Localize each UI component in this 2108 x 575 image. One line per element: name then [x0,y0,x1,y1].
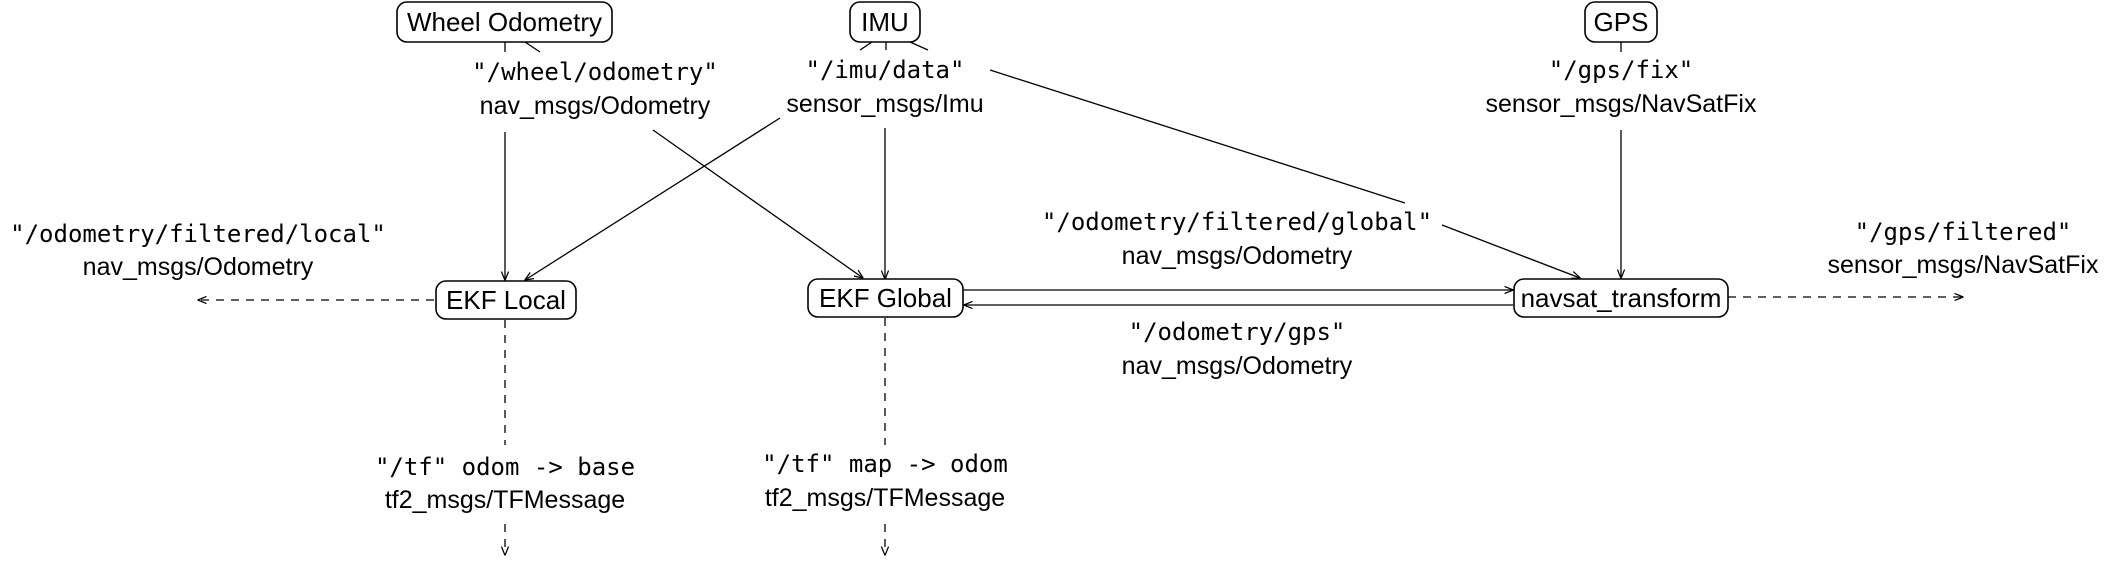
node-ekf-local: EKF Local [435,280,577,320]
label-gps-fix: "/gps/fix" sensor_msgs/NavSatFix [1486,56,1757,118]
label-filtered-local: "/odometry/filtered/local" nav_msgs/Odom… [10,220,386,281]
label-wheel-odometry: "/wheel/odometry" nav_msgs/Odometry [472,58,718,120]
label-filtered-global: "/odometry/filtered/global" nav_msgs/Odo… [1042,208,1432,270]
message-type: tf2_msgs/TFMessage [385,486,625,514]
topic-name: "/gps/filtered" [1855,218,2072,246]
topic-name: "/odometry/gps" [1129,318,1346,346]
message-type: tf2_msgs/TFMessage [765,484,1005,512]
topic-name: "/tf" odom -> base [375,453,635,481]
node-ekf-global: EKF Global [807,278,964,318]
edge-wheel-stub-2 [524,41,541,53]
label-tf-global: "/tf" map -> odom tf2_msgs/TFMessage [762,450,1008,512]
label-gps-filtered: "/gps/filtered" sensor_msgs/NavSatFix [1828,218,2099,279]
topic-name: "/tf" map -> odom [762,450,1008,478]
node-label: navsat_transform [1521,283,1722,313]
message-type: nav_msgs/Odometry [480,92,711,120]
edges [198,41,1963,555]
node-imu: IMU [849,1,921,43]
node-navsat-transform: navsat_transform [1513,278,1729,318]
edge-wheel-to-ekf-global [652,129,863,278]
node-gps: GPS [1584,1,1658,43]
topic-name: "/gps/fix" [1549,56,1694,84]
message-type: nav_msgs/Odometry [1122,352,1353,380]
message-type: nav_msgs/Odometry [1122,242,1353,270]
message-type: nav_msgs/Odometry [83,253,314,281]
node-wheel-odometry: Wheel Odometry [396,1,613,43]
edge-imu-to-navsat-b [1441,224,1580,278]
node-label: IMU [861,7,909,37]
edge-imu-stub-3 [909,41,929,51]
node-label: GPS [1594,7,1649,37]
label-tf-local: "/tf" odom -> base tf2_msgs/TFMessage [375,453,635,514]
node-label: EKF Global [819,283,952,313]
label-odometry-gps: "/odometry/gps" nav_msgs/Odometry [1122,318,1353,380]
message-type: sensor_msgs/Imu [786,90,983,118]
label-imu-data: "/imu/data" sensor_msgs/Imu [786,56,983,118]
edge-imu-stub [859,41,873,51]
topic-name: "/odometry/filtered/global" [1042,208,1432,236]
node-label: EKF Local [446,285,566,315]
topic-name: "/odometry/filtered/local" [10,220,386,248]
message-type: sensor_msgs/NavSatFix [1486,90,1757,118]
edge-imu-to-navsat-a [989,69,1406,204]
node-label: Wheel Odometry [407,7,602,37]
edge-imu-to-ekf-local [525,117,781,280]
message-type: sensor_msgs/NavSatFix [1828,251,2099,279]
topic-name: "/imu/data" [806,56,965,84]
topic-name: "/wheel/odometry" [472,58,718,86]
